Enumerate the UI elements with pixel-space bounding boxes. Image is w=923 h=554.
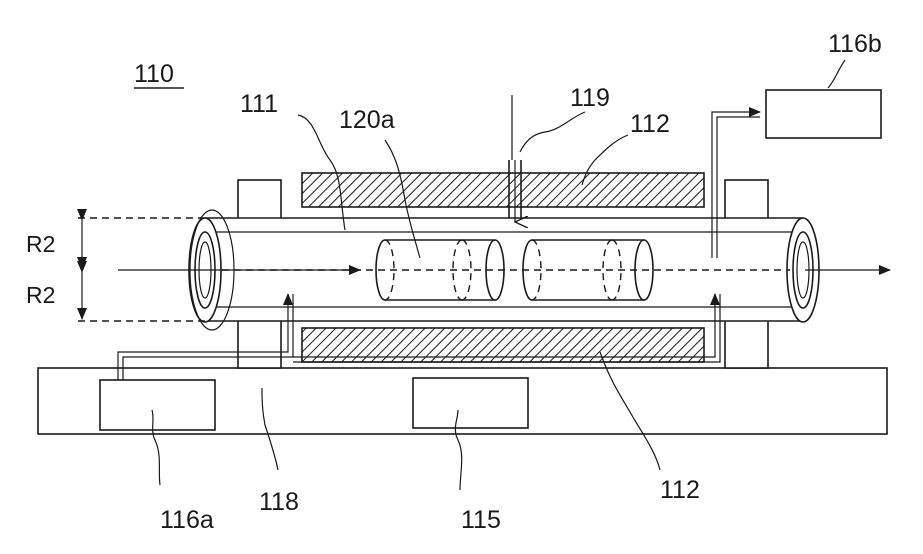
heater-top — [302, 173, 704, 207]
label-heater-top: 112 — [630, 110, 670, 138]
label-box-left: 116a — [160, 506, 214, 534]
label-radius-top: R2 — [26, 231, 55, 257]
label-box-center: 115 — [461, 506, 501, 534]
label-radius-bottom: R2 — [26, 282, 55, 308]
label-inlet: 119 — [570, 84, 610, 112]
label-tube: 111 — [240, 90, 278, 118]
control-box-116b — [766, 90, 881, 138]
label-apparatus: 110 — [134, 60, 174, 88]
label-heater-bottom: 112 — [660, 476, 700, 504]
label-box-right: 116b — [828, 30, 882, 58]
control-box-115 — [413, 378, 528, 428]
label-sample: 120a — [339, 106, 395, 134]
label-support: 118 — [259, 488, 299, 516]
control-box-116a — [100, 380, 215, 430]
